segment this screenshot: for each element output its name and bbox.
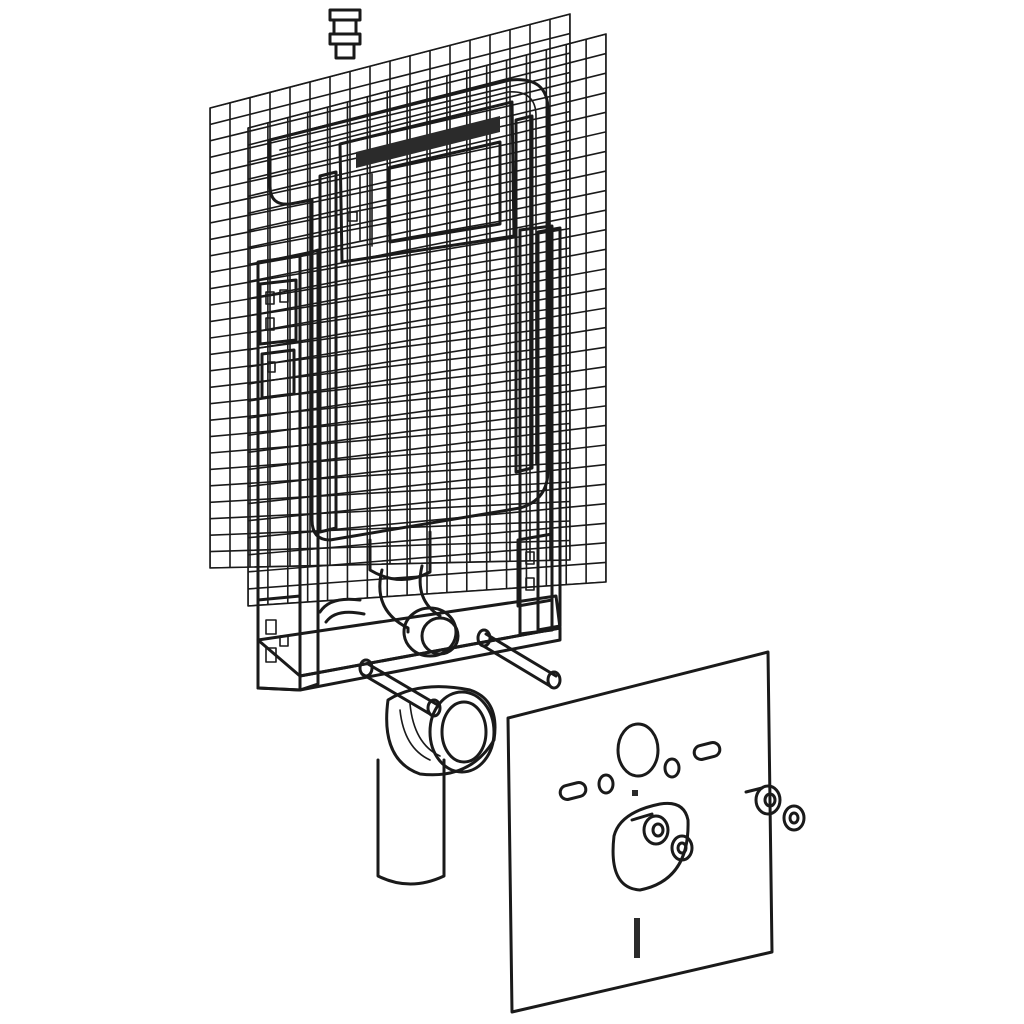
drain-connector (376, 685, 497, 886)
plate-screw-center (630, 812, 670, 846)
actuator-opening (338, 100, 516, 264)
flush-bend (318, 564, 460, 658)
fixing-rod-right (476, 628, 562, 690)
soundproofing-plate (506, 650, 774, 1014)
water-connection-valve (328, 8, 362, 60)
washer-right (782, 804, 806, 832)
plate-screw-right (744, 784, 782, 816)
washer-center (670, 834, 694, 862)
cistern (268, 78, 550, 582)
fixing-rod-left (358, 658, 442, 718)
